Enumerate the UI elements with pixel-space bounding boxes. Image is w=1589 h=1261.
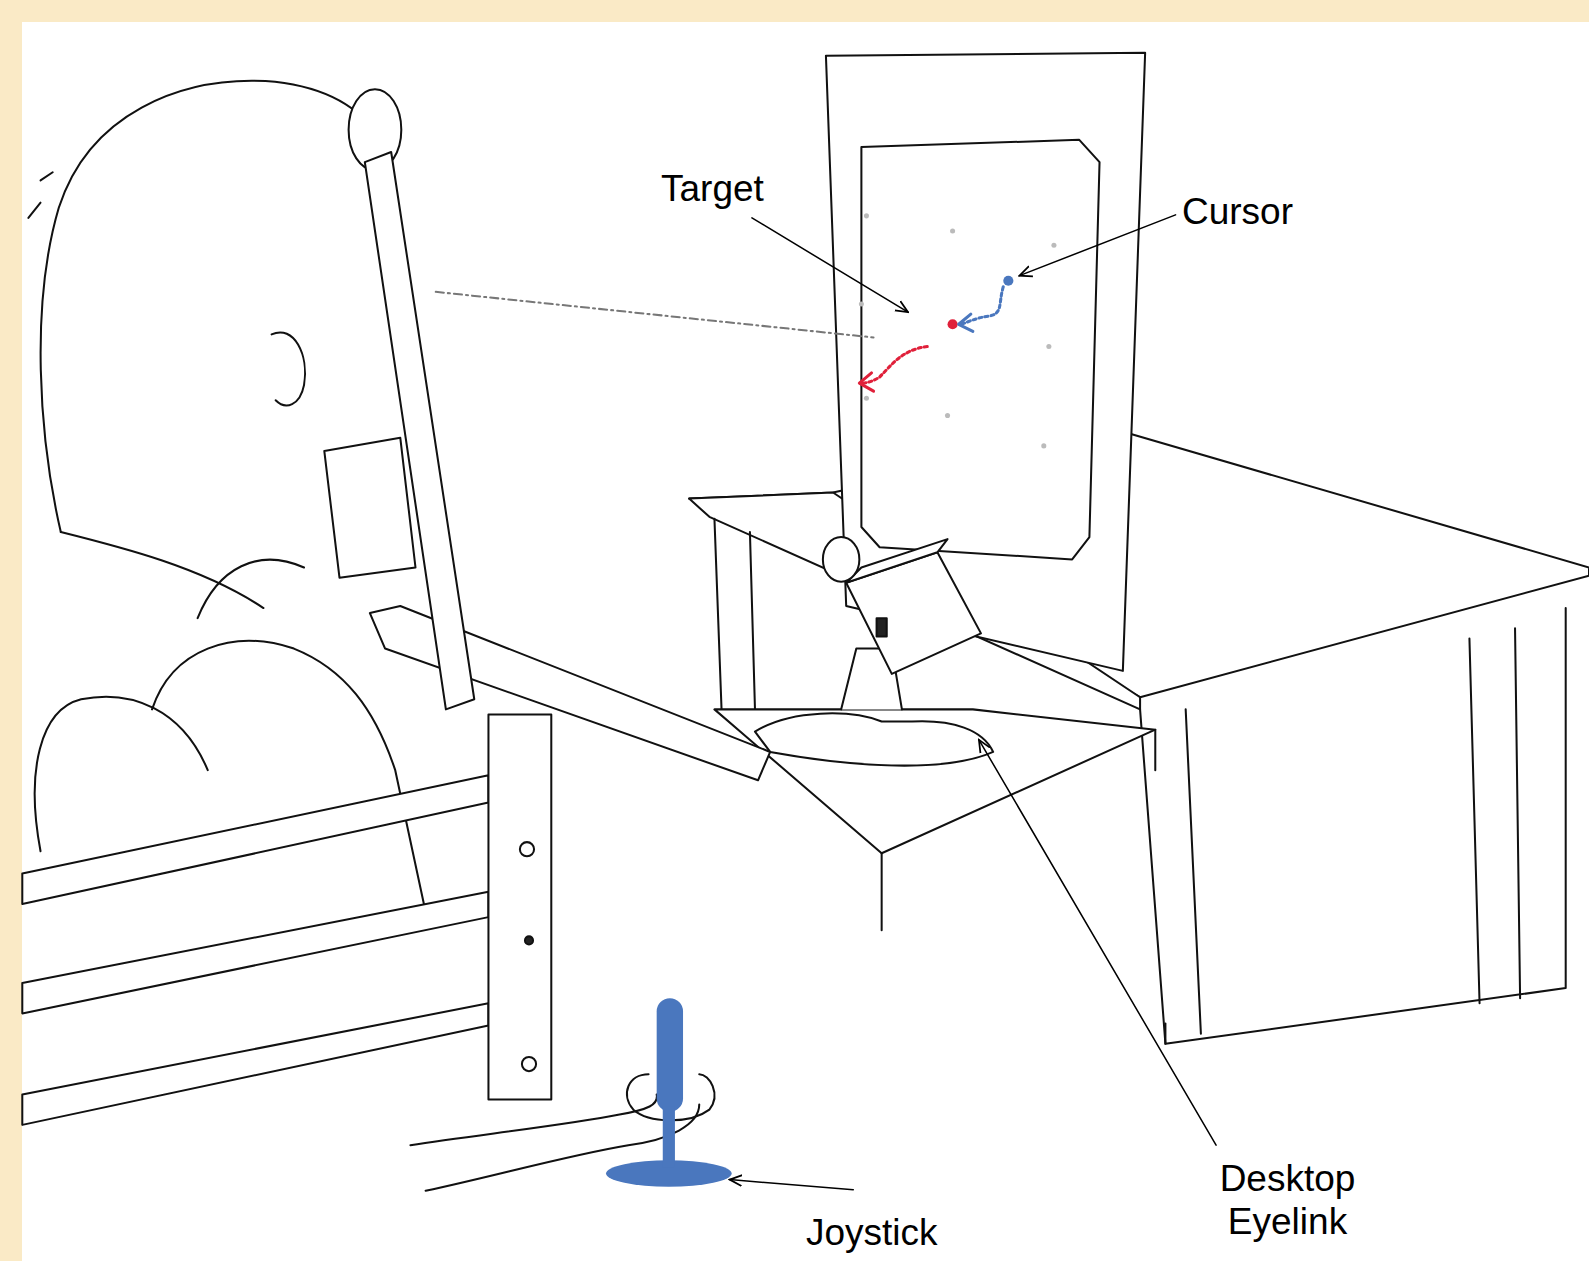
monitor — [950, 229, 955, 234]
desk — [750, 532, 755, 709]
eyelink-camera — [755, 713, 993, 765]
subject-figure — [152, 641, 426, 912]
primate-chair — [525, 936, 533, 944]
joystick — [657, 998, 683, 1112]
monitor — [1046, 344, 1051, 349]
primate-chair — [488, 714, 551, 1099]
desk — [689, 431, 1589, 1044]
desk — [1469, 638, 1479, 1003]
primate-chair — [22, 892, 488, 1014]
monitor — [864, 213, 869, 218]
joystick — [606, 998, 732, 1186]
primate-chair — [22, 714, 551, 1124]
head-holder-board — [370, 606, 770, 780]
subject-figure — [324, 438, 415, 578]
target-label: Target — [661, 168, 764, 211]
target-path — [861, 347, 927, 383]
desk — [689, 431, 1589, 698]
monitor — [859, 213, 1057, 448]
joystick-label: Joystick — [806, 1212, 938, 1255]
primate-chair — [520, 842, 534, 856]
desk — [1164, 1024, 1166, 1044]
subject-figure — [272, 332, 305, 405]
eyelink-label: Desktop Eyelink — [1199, 1158, 1376, 1243]
subject-figure — [28, 172, 52, 218]
cursor-dot — [1003, 276, 1013, 286]
subject-figure — [28, 81, 714, 1191]
leader-lines — [979, 740, 1216, 1145]
eyelink-camera — [1154, 730, 1156, 771]
leader-lines — [1019, 215, 1175, 276]
eyelink-camera — [714, 709, 1155, 853]
primate-chair — [22, 775, 488, 904]
target-arrowhead — [859, 373, 873, 391]
primate-chair — [22, 1003, 488, 1125]
primate-chair — [522, 1057, 536, 1071]
leader-lines — [730, 1180, 854, 1190]
desk — [1140, 608, 1566, 1044]
leader-lines — [730, 215, 1216, 1190]
subject-figure — [365, 152, 474, 709]
cursor-arrowhead — [959, 314, 973, 331]
desk — [1186, 709, 1201, 1033]
desk — [1515, 628, 1520, 998]
head-holder-board — [370, 606, 770, 780]
eyelink-camera — [823, 537, 859, 582]
joystick — [663, 1107, 675, 1168]
eyelink-camera — [846, 539, 947, 583]
target-dot — [948, 319, 958, 329]
leader-lines — [752, 218, 908, 312]
experiment-illustration — [22, 53, 1589, 1191]
monitor — [859, 301, 864, 306]
subject-figure — [35, 697, 208, 851]
eyelink-camera — [877, 618, 887, 636]
eyelink-camera — [714, 537, 1155, 930]
monitor — [1051, 243, 1056, 248]
desk — [714, 519, 721, 710]
white-panel — [22, 22, 1589, 1261]
eyelink-camera — [881, 853, 883, 930]
subject-figure — [410, 1094, 657, 1145]
gaze-line — [436, 292, 874, 338]
subject-figure — [198, 560, 304, 618]
monitor — [1041, 443, 1046, 448]
cursor-label: Cursor — [1182, 191, 1293, 234]
monitor — [864, 396, 869, 401]
monitor — [861, 140, 1099, 560]
monitor — [945, 413, 950, 418]
